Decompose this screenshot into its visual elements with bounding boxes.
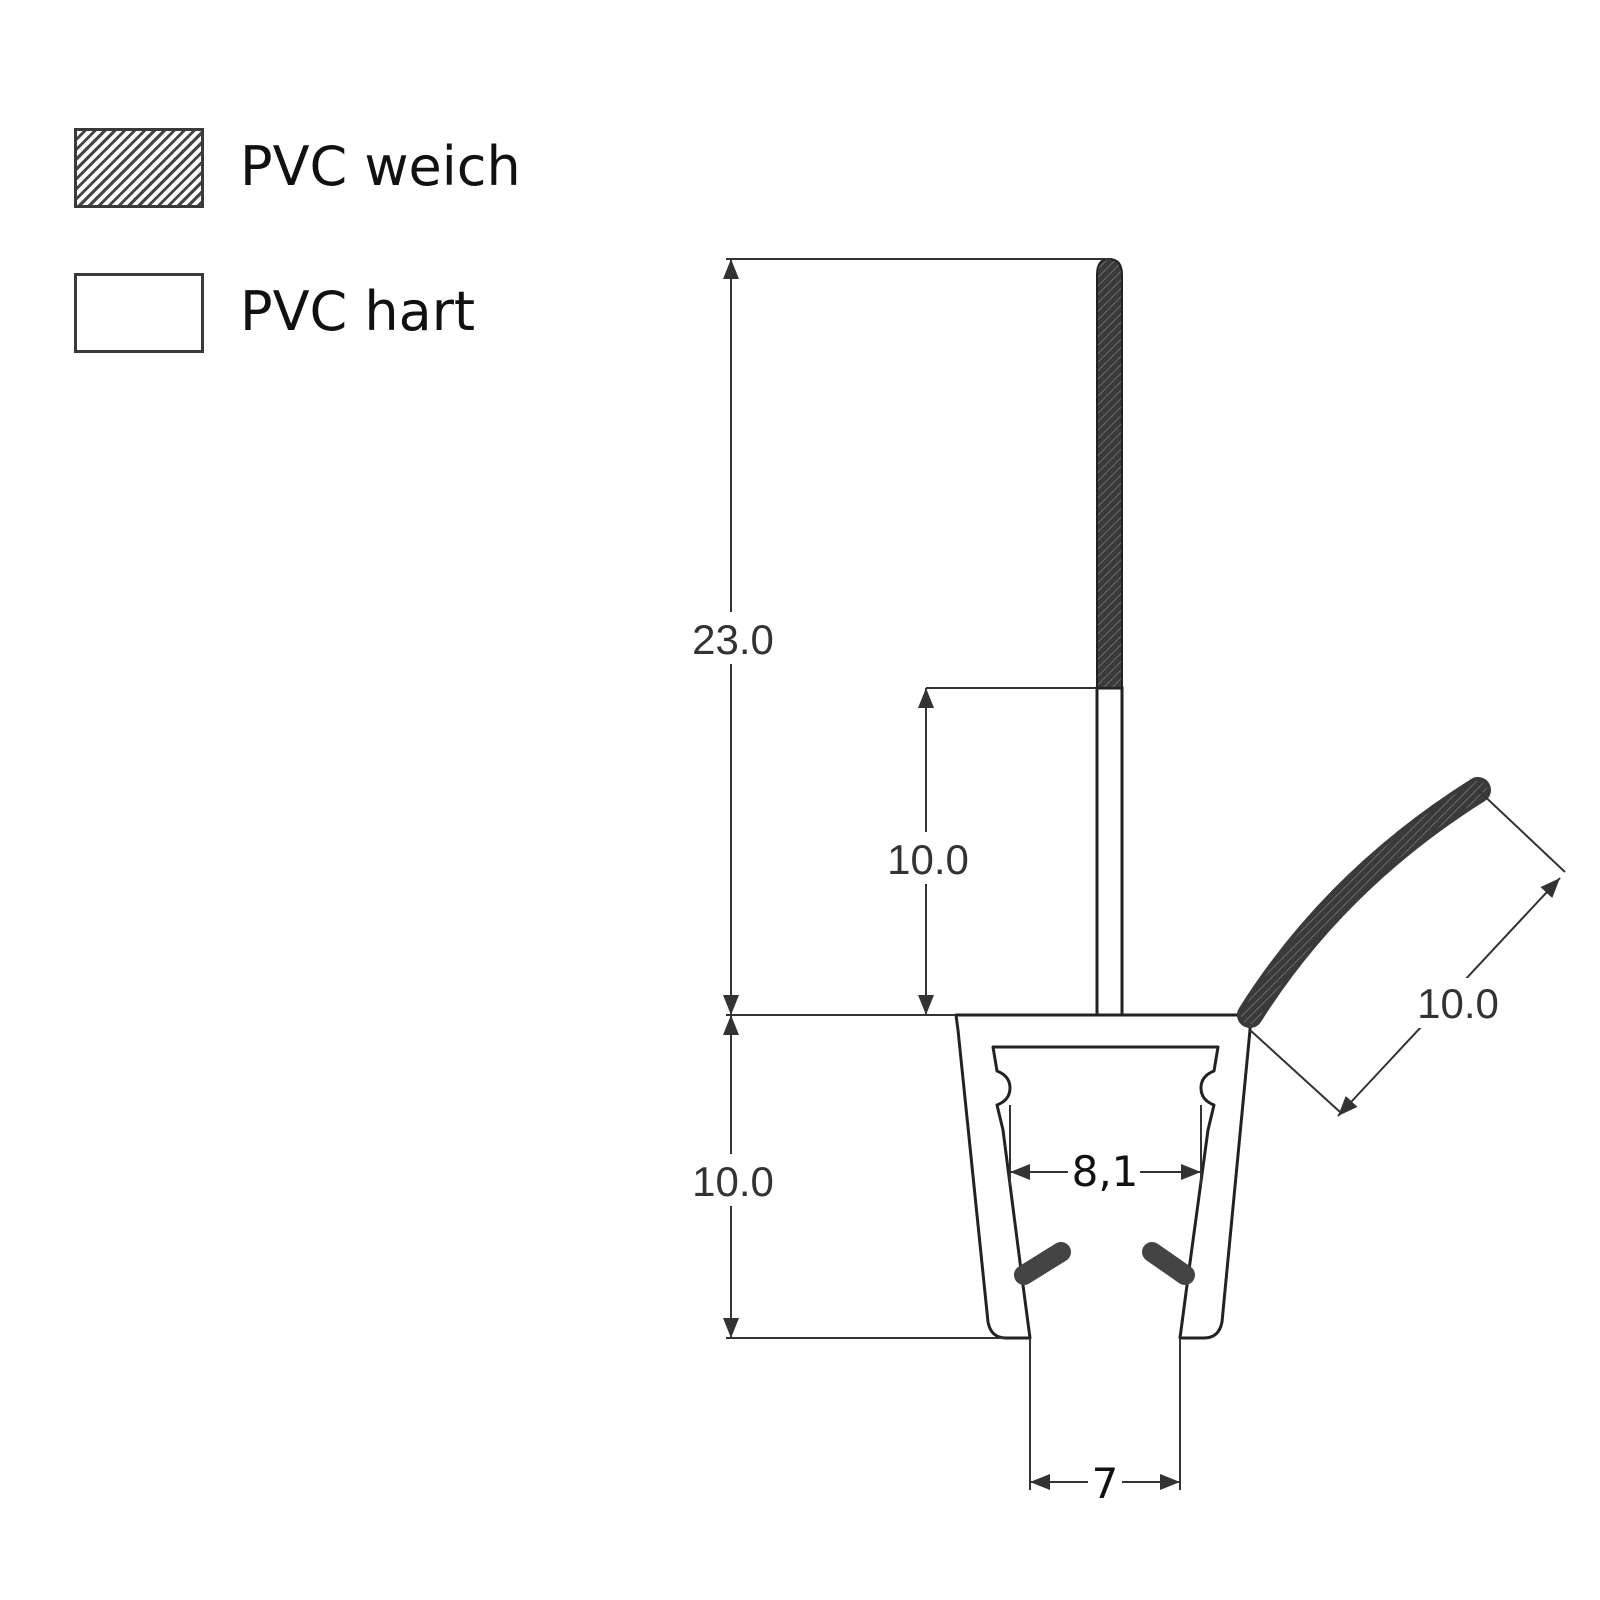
soft-nub-left (1014, 1242, 1071, 1285)
soft-nub-right (1142, 1242, 1195, 1285)
dim-label-inner-width: 8,1 (1072, 1147, 1139, 1196)
legend-swatch-pvc-hart (74, 273, 204, 353)
dim-label-u-height: 10.0 (692, 1158, 774, 1205)
dim-label-glass-width: 7 (1092, 1459, 1119, 1508)
extension-lines (726, 258, 1566, 1490)
dim-label-soft-fin: 10.0 (887, 836, 969, 883)
legend-label-pvc-hart: PVC hart (240, 280, 476, 343)
dimension-lines (723, 259, 1561, 1490)
dim-label-overall-height: 23.0 (692, 616, 774, 663)
u-channel-profile (954, 1013, 1252, 1340)
soft-fin-vertical (1096, 257, 1123, 689)
hard-stem (1095, 686, 1124, 1017)
dim-label-angled-lip: 10.0 (1417, 980, 1499, 1027)
legend-swatch-pvc-weich (74, 128, 204, 208)
legend-label-pvc-weich: PVC weich (240, 135, 521, 198)
